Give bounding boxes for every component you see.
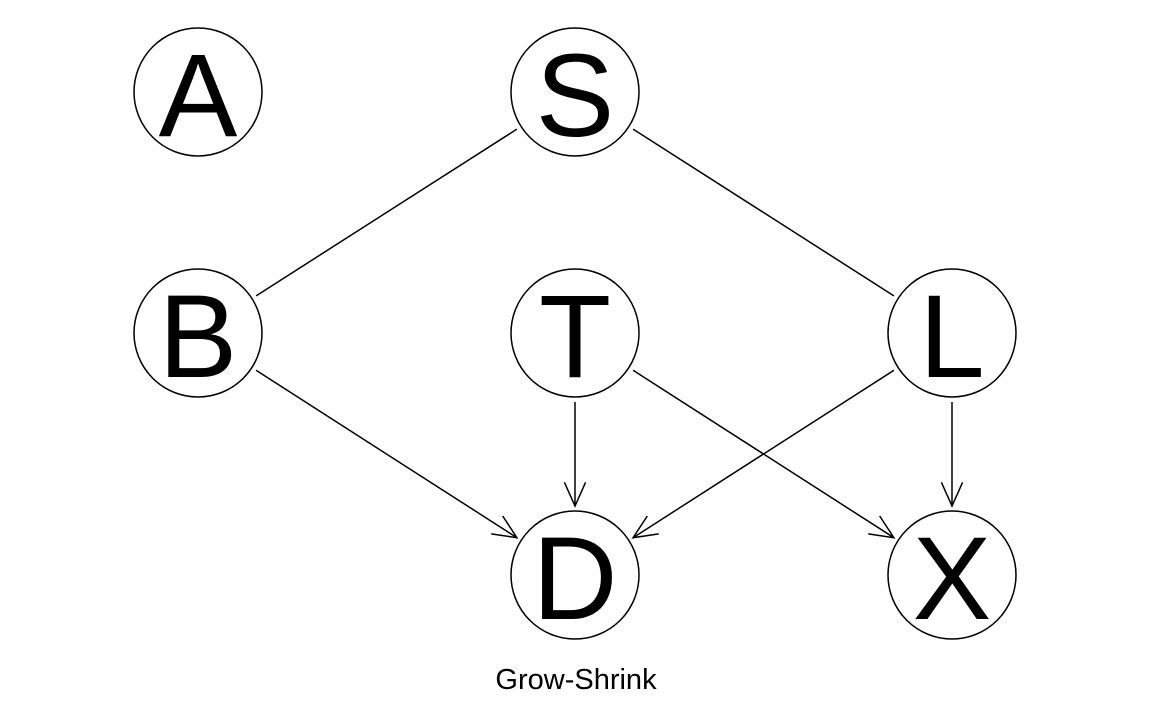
node-l: L: [887, 268, 1017, 403]
diagram-caption: Grow-Shrink: [495, 664, 657, 696]
node-circle: [887, 510, 1017, 640]
node-circle: [510, 27, 640, 157]
edge-line: [632, 128, 895, 297]
node-label: A: [159, 30, 238, 162]
node-x: X: [887, 510, 1017, 645]
edge-s-l: [632, 128, 895, 297]
edge-line: [255, 128, 518, 297]
edge-l-x: [940, 402, 964, 508]
arrowhead: [491, 515, 519, 539]
node-circle: [510, 268, 640, 398]
edges-layer: [255, 128, 964, 539]
arrowhead: [563, 481, 587, 508]
edge-b-d: [255, 369, 519, 539]
edge-line: [255, 369, 518, 539]
node-label: X: [913, 513, 992, 645]
edge-line: [632, 369, 895, 539]
node-circle: [510, 510, 640, 640]
node-t: T: [510, 268, 640, 403]
node-a: A: [133, 27, 263, 162]
node-b: B: [133, 268, 263, 403]
arrowhead: [940, 481, 964, 508]
node-label: T: [539, 271, 611, 403]
node-s: S: [510, 27, 640, 162]
edge-l-d: [631, 369, 895, 539]
edge-s-b: [255, 128, 518, 297]
node-circle: [133, 268, 263, 398]
node-label: L: [919, 271, 985, 403]
arrowhead: [631, 515, 659, 539]
node-label: D: [532, 513, 617, 645]
nodes-layer: A S B T L D X: [133, 27, 1017, 645]
node-circle: [887, 268, 1017, 398]
node-circle: [133, 27, 263, 157]
arrowhead: [868, 515, 896, 539]
node-label: S: [536, 30, 615, 162]
edge-t-d: [563, 402, 587, 508]
node-d: D: [510, 510, 640, 645]
node-label: B: [159, 271, 238, 403]
